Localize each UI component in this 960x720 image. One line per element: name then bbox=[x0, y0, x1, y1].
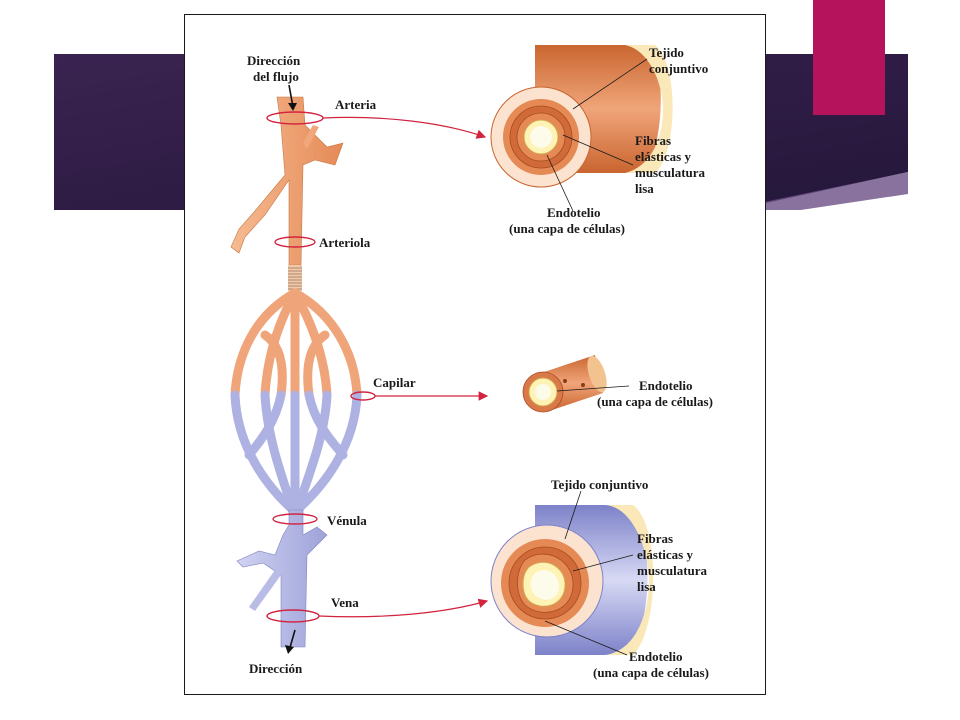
artery-fibers-leader bbox=[562, 134, 634, 166]
artery-cross-section bbox=[490, 45, 673, 188]
artery-tissue-leader bbox=[572, 58, 648, 110]
artery-fibers-line3: musculatura bbox=[635, 165, 706, 180]
vein-fibers-line4: lisa bbox=[637, 579, 656, 594]
vein-cross-section bbox=[490, 505, 654, 655]
capillary-endo-leader bbox=[556, 385, 630, 392]
artery-endo-line2: (una capa de células) bbox=[509, 221, 625, 236]
diagram-canvas: Dirección del flujo Arteria Arteriola Ca… bbox=[230, 45, 713, 680]
label-arteriola: Arteriola bbox=[319, 235, 371, 250]
flow-arrowhead-out-icon bbox=[285, 645, 294, 654]
vein-fibers-line2: elásticas y bbox=[637, 547, 693, 562]
capillary-bed bbox=[230, 288, 362, 515]
label-vena: Vena bbox=[331, 595, 359, 610]
label-venula: Vénula bbox=[327, 513, 367, 528]
arteriola-ring bbox=[274, 236, 316, 248]
vena-pointer bbox=[318, 598, 489, 618]
vein-endo-line2: (una capa de células) bbox=[593, 665, 709, 680]
flow-arrowhead-icon bbox=[288, 103, 297, 111]
accent-block bbox=[813, 0, 885, 115]
capillary-endo-line1: Endotelio bbox=[639, 378, 692, 393]
vein-vessel bbox=[236, 509, 328, 648]
vein-tissue-label: Tejido conjuntivo bbox=[551, 477, 648, 492]
precapillary-sphincter bbox=[288, 265, 302, 291]
flow-top-line1: Dirección bbox=[247, 53, 301, 68]
vein-tissue-leader bbox=[564, 490, 582, 540]
label-arteria: Arteria bbox=[335, 97, 377, 112]
capillary-cross-section bbox=[522, 355, 607, 413]
flow-bottom-label: Dirección bbox=[249, 661, 303, 676]
vein-fibers-line1: Fibras bbox=[637, 531, 673, 546]
artery-endo-line1: Endotelio bbox=[547, 205, 600, 220]
flow-top-line2: del flujo bbox=[253, 69, 299, 84]
vein-fibers-line3: musculatura bbox=[637, 563, 708, 578]
label-capilar: Capilar bbox=[373, 375, 416, 390]
venula-ring bbox=[272, 513, 318, 525]
artery-fibers-line2: elásticas y bbox=[635, 149, 691, 164]
vein-endo-leader bbox=[544, 620, 628, 656]
capillary-endo-line2: (una capa de células) bbox=[597, 394, 713, 409]
circulation-diagram: Dirección del flujo Arteria Arteriola Ca… bbox=[184, 14, 766, 695]
artery-fibers-line4: lisa bbox=[635, 181, 654, 196]
artery-endo-leader bbox=[546, 154, 574, 212]
vein-fibers-leader bbox=[572, 554, 634, 572]
artery-tissue-line1: Tejido bbox=[649, 45, 684, 60]
artery-vessel bbox=[230, 96, 344, 266]
vein-endo-line1: Endotelio bbox=[629, 649, 682, 664]
artery-tissue-line2: conjuntivo bbox=[649, 61, 708, 76]
artery-fibers-line1: Fibras bbox=[635, 133, 671, 148]
arteria-pointer bbox=[322, 116, 487, 139]
